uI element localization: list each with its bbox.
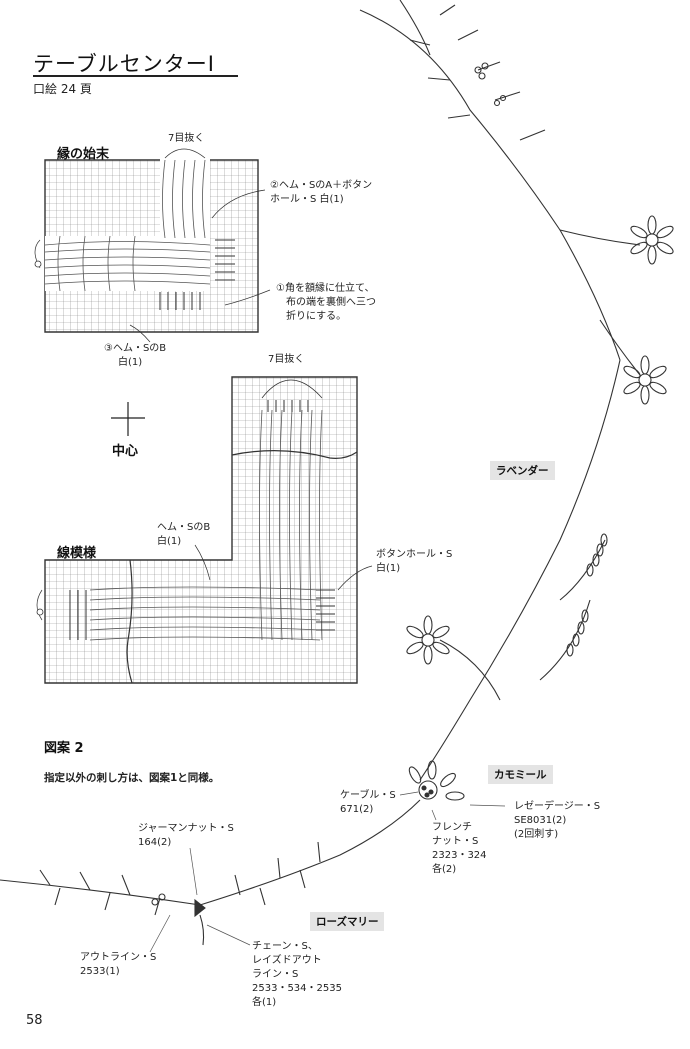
line-pattern-heading: 線模様	[57, 546, 97, 561]
center-mark-cross	[111, 402, 145, 436]
chain-stitch-label-2: レイズドアウト	[252, 955, 322, 966]
lazy-daisy-label-2: SE8031(2)	[514, 815, 567, 826]
chamomile-flower-left	[406, 615, 450, 665]
german-knot-label-2: 164(2)	[138, 837, 172, 848]
line-buttonhole-label-2: 白(1)	[376, 563, 401, 574]
cable-stitch-label-1: ケーブル・S	[340, 790, 396, 801]
leader-lines	[149, 791, 506, 953]
german-knot-label-1: ジャーマンナット・S	[138, 823, 234, 834]
edge-step1-label-1: ①角を額縁に仕立て、	[276, 283, 375, 294]
chamomile-flower-mid	[623, 355, 667, 405]
chain-stitch-label-4: 2533・534・2535	[252, 983, 342, 994]
chain-stitch-label-1: チェーン・S、	[252, 941, 318, 952]
outline-stitch-label-1: アウトライン・S	[80, 952, 157, 963]
line-hem-label-2: 白(1)	[157, 536, 182, 547]
lavender-spike	[539, 533, 608, 681]
line-hem-label-1: ヘム・SのB	[157, 522, 211, 533]
title-underline	[33, 75, 238, 77]
chain-stitch-label-5: 各(1)	[252, 997, 277, 1008]
edge-7-threads-label: 7目抜く	[168, 133, 205, 144]
french-knot-label-4: 各(2)	[432, 864, 457, 875]
lazy-daisy-label-1: レゼーデージー・S	[514, 801, 601, 812]
french-knot-label-2: ナット・S	[432, 836, 479, 847]
chamomile-badge: カモミール	[488, 765, 553, 784]
chain-stitch-label-3: ライン・S	[252, 969, 299, 980]
edge-finish-heading: 縁の始末	[57, 147, 110, 162]
edge-step2-label-2: ホール・S 白(1)	[270, 194, 344, 205]
edge-step3-label-2: 白(1)	[118, 357, 143, 368]
line-7-threads-label: 7目抜く	[268, 354, 305, 365]
botanical-design	[0, 0, 674, 946]
lavender-badge: ラベンダー	[490, 461, 555, 480]
page-subtitle: 口絵 24 頁	[33, 82, 92, 96]
edge-step1-label-2: 布の端を裏側へ三つ	[286, 297, 376, 308]
pattern2-heading: 図案 2	[44, 741, 84, 756]
edge-finish-diagram	[34, 148, 271, 343]
cable-stitch-label-2: 671(2)	[340, 804, 374, 815]
outline-stitch-label-2: 2533(1)	[80, 966, 120, 977]
edge-step1-label-3: 折りにする。	[286, 311, 347, 322]
lazy-daisy-label-3: (2回刺す)	[514, 829, 559, 840]
line-buttonhole-label-1: ボタンホール・S	[376, 549, 453, 560]
center-label: 中心	[112, 444, 139, 459]
chamomile-flower-top	[630, 215, 674, 265]
edge-step3-label-1: ③ヘム・SのB	[104, 343, 167, 354]
pattern2-note: 指定以外の刺し方は、図案1と同様。	[44, 772, 220, 784]
line-pattern-diagram	[36, 376, 373, 684]
chamomile-flower-labelled	[408, 760, 465, 801]
french-knot-label-3: 2323・324	[432, 850, 487, 861]
page-title: テーブルセンターⅠ	[33, 52, 215, 76]
rosemary-badge: ローズマリー	[310, 912, 385, 931]
edge-step2-label-1: ②ヘム・SのA＋ボタン	[270, 180, 373, 191]
page-number: 58	[26, 1013, 43, 1028]
french-knot-label-1: フレンチ	[432, 822, 472, 833]
